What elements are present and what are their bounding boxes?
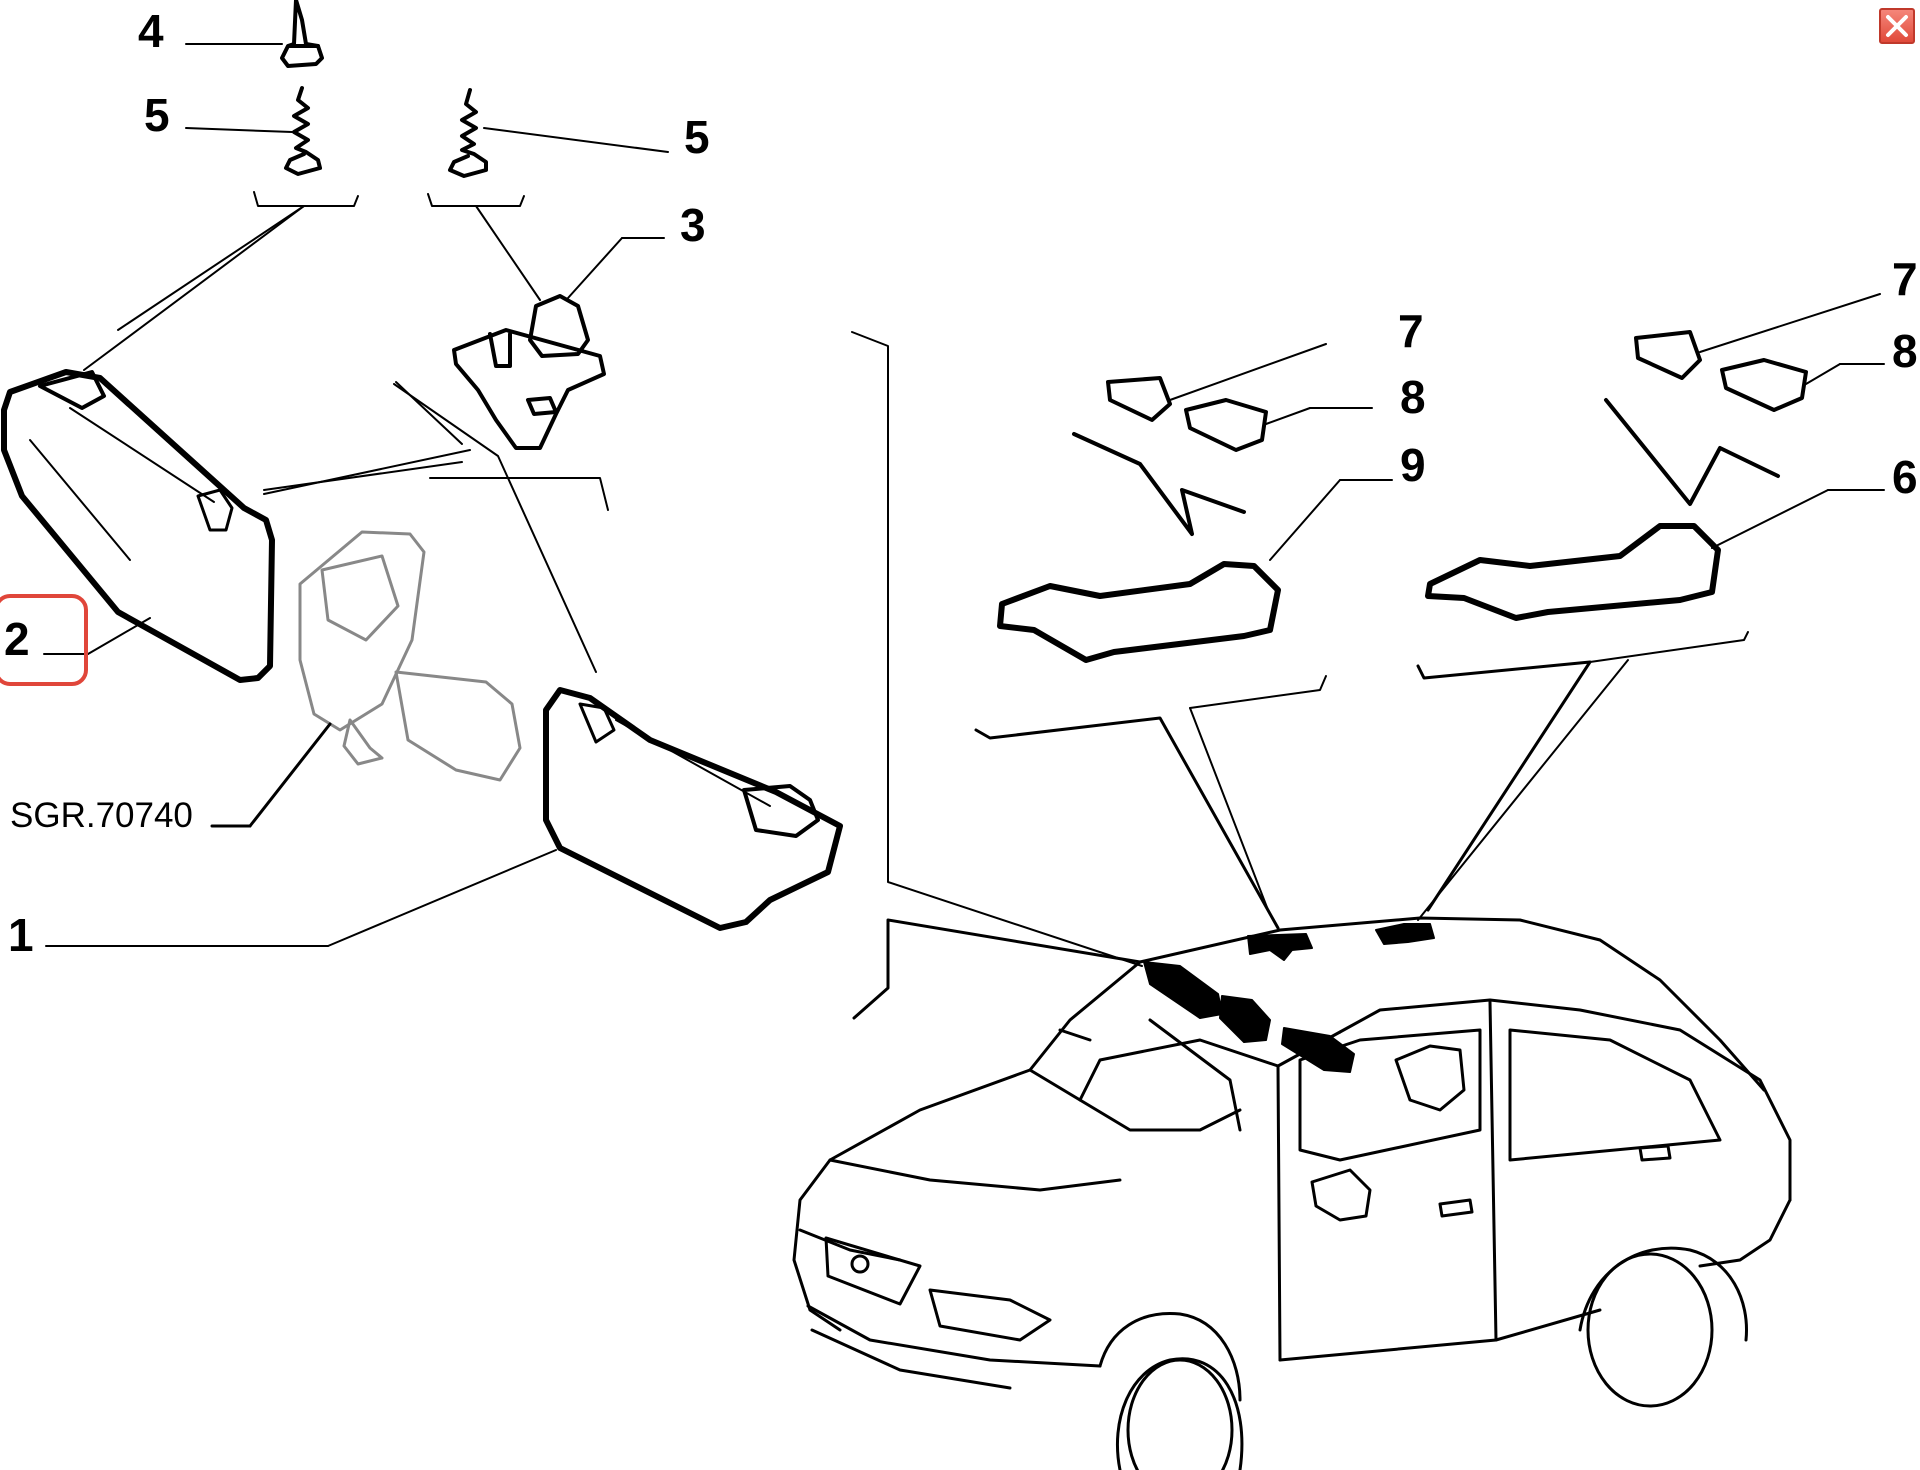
callout-2: 2 [4,613,30,665]
part-3-clip [395,237,665,511]
part-1-right-visor [45,687,843,947]
callout-3[interactable]: 3 [680,199,706,251]
callout-7-middle[interactable]: 7 [1398,305,1424,357]
close-icon [1886,15,1908,37]
part-5-screw-right [448,88,669,178]
visor-to-car-leaders [393,331,1143,1020]
callout-8-right[interactable]: 8 [1892,325,1918,377]
reference-code-mirror[interactable]: SGR.70740 [10,796,193,835]
left-visor-leaders [263,449,471,495]
callout-1[interactable]: 1 [8,909,34,961]
part-6-grab-handle [1425,293,1885,621]
part-5-screw-left [185,86,322,176]
callout-6[interactable]: 6 [1892,451,1918,503]
callout-4[interactable]: 4 [138,5,164,57]
highlighted-callout-2[interactable]: 2 [0,594,88,686]
part-9-grab-handle [997,343,1393,663]
roof-mounted-parts [1143,923,1435,1073]
callout-7-right[interactable]: 7 [1892,253,1918,305]
callout-5-left[interactable]: 5 [144,89,170,141]
part-4-plug [185,0,324,68]
handle-to-roof-leaders [974,631,1749,930]
callout-9[interactable]: 9 [1400,439,1426,491]
interior-mirror [210,530,522,828]
callout-8-middle[interactable]: 8 [1400,371,1426,423]
callout-5-right[interactable]: 5 [684,111,710,163]
part-2-left-visor [1,369,275,683]
screw-bracket-marks [83,191,541,371]
close-button[interactable] [1879,8,1915,44]
car-outline [792,916,1792,1470]
